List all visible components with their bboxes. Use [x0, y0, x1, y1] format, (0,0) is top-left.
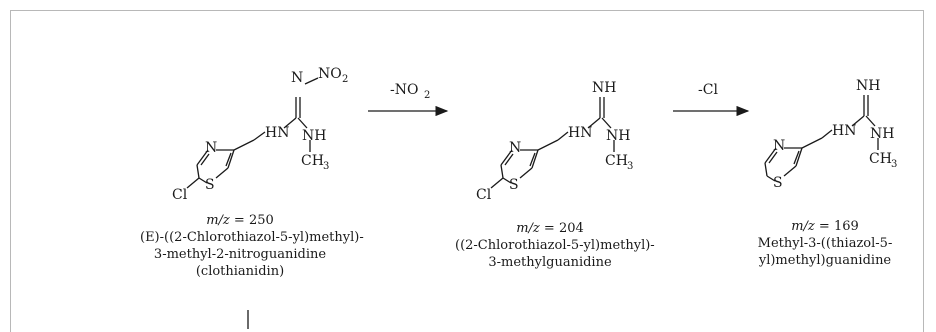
atom-labels-product: N S HN NH NH CH 3 [773, 78, 897, 191]
name-line: (clothianidin) [195, 264, 285, 279]
name-line: ((2-Chlorothiazol-5-yl)methyl)- [455, 238, 655, 253]
figure-frame [10, 10, 924, 332]
atom-cl: Cl [476, 187, 492, 203]
atom-hn: HN [265, 125, 289, 141]
atom-n: N [205, 140, 217, 156]
reaction-arrow-2: -Cl [673, 82, 750, 117]
arrow-1-subscript: 2 [424, 90, 430, 101]
atom-nh: NH [856, 78, 880, 94]
atom-nh: NH [302, 128, 326, 144]
atom-s: S [509, 177, 519, 193]
caption-clothianidin: m/z = 250 (E)-((2-Chlorothiazol-5-yl)met… [140, 212, 364, 280]
atom-hn: HN [568, 125, 592, 141]
name-line: (E)-((2-Chlorothiazol-5-yl)methyl)- [140, 230, 364, 245]
name-line: Methyl-3-((thiazol-5- [757, 236, 893, 251]
atom-ch: CH [301, 153, 324, 169]
molecule-product [764, 95, 879, 182]
name-line: yl)methyl)guanidine [758, 253, 892, 268]
atom-ch: CH [605, 153, 628, 169]
atom-nh: NH [592, 80, 616, 96]
atom-subscript: 2 [342, 74, 348, 85]
mz-line: m/z = 250 [206, 213, 274, 228]
atom-no: NO [318, 66, 342, 82]
mz-line: m/z = 204 [516, 221, 584, 236]
caption-product: m/z = 169 Methyl-3-((thiazol-5- yl)methy… [740, 218, 910, 269]
atom-nh: NH [870, 126, 894, 142]
atom-subscript: 3 [627, 161, 633, 172]
molecule-intermediate [490, 97, 615, 189]
arrow-1-label: -NO [390, 82, 418, 98]
caption-intermediate: m/z = 204 ((2-Chlorothiazol-5-yl)methyl)… [455, 220, 655, 271]
atom-subscript: 3 [323, 161, 329, 172]
arrow-2-label: -Cl [698, 82, 718, 98]
reaction-arrow-1: -NO 2 [368, 82, 449, 117]
name-line: 3-methyl-2-nitroguanidine [153, 247, 327, 262]
atom-s: S [773, 175, 783, 191]
name-line: 3-methylguanidine [488, 255, 612, 270]
atom-ch: CH [869, 151, 892, 167]
atom-nh: NH [606, 128, 630, 144]
atom-n: N [773, 138, 785, 154]
molecule-clothianidin [186, 77, 319, 189]
atom-labels-clothianidin: N S Cl HN N NO 2 NH CH 3 [172, 66, 348, 203]
atom-n: N [509, 140, 521, 156]
atom-hn: HN [832, 123, 856, 139]
atom-n: N [291, 70, 303, 86]
atom-subscript: 3 [891, 159, 897, 170]
mz-line: m/z = 169 [791, 219, 859, 234]
atom-labels-intermediate: N S Cl HN NH NH CH 3 [476, 80, 633, 203]
atom-cl: Cl [172, 187, 188, 203]
atom-s: S [205, 177, 215, 193]
